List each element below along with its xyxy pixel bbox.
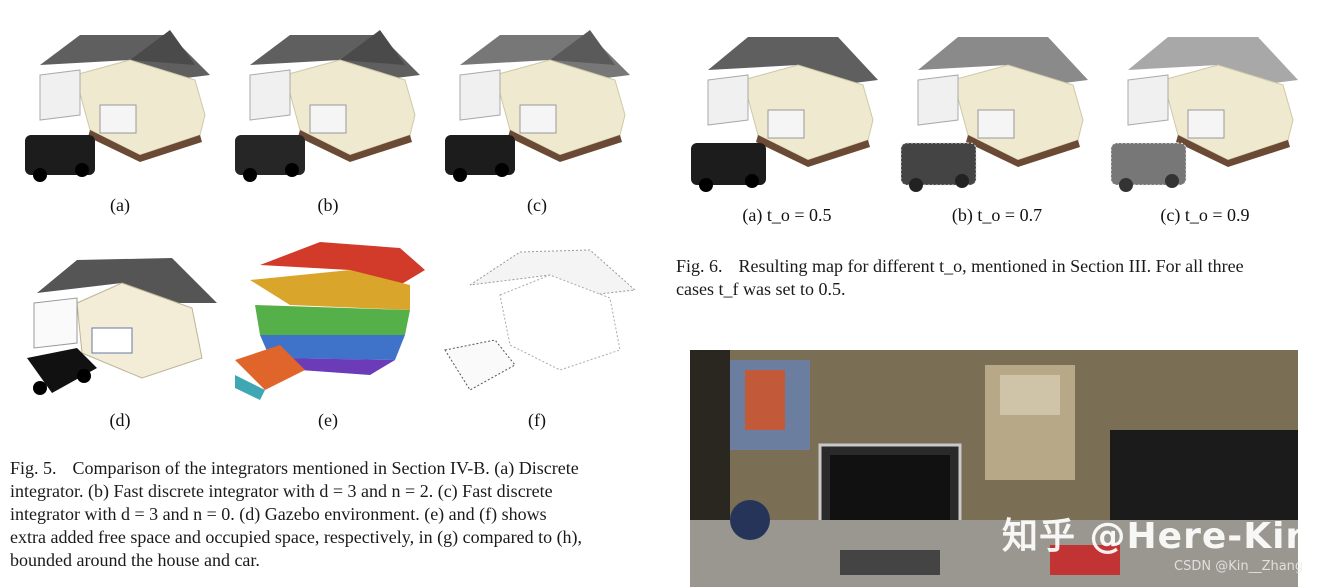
fig5-caption-line-2: integrator. (b) Fast discrete integrator…: [10, 481, 553, 501]
fig5-label-c: (c): [527, 195, 547, 215]
house-render: [1110, 37, 1298, 192]
fig5-caption-line-3: integrator with d = 3 and n = 0. (d) Gaz…: [10, 504, 547, 524]
occupied-space-render: [444, 249, 637, 391]
fig5-panel-b: [230, 20, 430, 190]
fig5-label-e: (e): [318, 410, 338, 430]
house-render: [25, 30, 210, 182]
fig6-caption-label: Fig. 6.: [676, 256, 723, 276]
fig6-panel-a: [688, 25, 888, 200]
fig5-label-a: (a): [110, 195, 130, 215]
fig6-panel-c: [1108, 25, 1308, 200]
house-render: [691, 37, 878, 192]
pointcloud-scene: [690, 350, 1298, 587]
fig5-panel-f: [440, 240, 640, 405]
house-render: [900, 37, 1088, 192]
house-render: [445, 30, 630, 182]
fig5-label-d: (d): [109, 410, 131, 430]
fig5-panel-d: [22, 248, 222, 408]
fig5-panel-e: [230, 240, 430, 405]
fig5-label-b: (b): [317, 195, 339, 215]
fig6-caption-line-1: Fig. 6. Resulting map for different t_o, …: [676, 255, 1326, 278]
fig5-caption-line-1: Fig. 5. Comparison of the integrators men…: [10, 457, 660, 480]
fig6-panel-b: [898, 25, 1098, 200]
fig6-label-b: (b) t_o = 0.7: [951, 205, 1043, 225]
free-space-render: [235, 242, 425, 400]
house-render: [235, 30, 420, 182]
zhihu-watermark: 知乎 @Here-Kin: [1002, 516, 1313, 557]
fig5-panel-c: [440, 20, 640, 190]
fig5-label-f: (f): [528, 410, 546, 430]
fig5-caption: Fig. 5. Comparison of the integrators men…: [10, 457, 660, 572]
fig6-caption-text-1: Resulting map for different t_o, mention…: [738, 256, 1244, 276]
fig5-caption-label: Fig. 5.: [10, 458, 57, 478]
fig5-caption-text-1: Comparison of the integrators mentioned …: [72, 458, 579, 478]
fig6-caption-line-2: cases t_f was set to 0.5.: [676, 279, 846, 299]
fig6-label-c: (c) t_o = 0.9: [1160, 205, 1250, 225]
fig5-panel-a: [20, 20, 220, 190]
csdn-watermark: CSDN @Kin__Zhang: [1174, 559, 1304, 574]
fig5-caption-line-5: bounded around the house and car.: [10, 550, 260, 570]
pointcloud-photo: [690, 350, 1298, 587]
fig5-caption-line-4: extra added free space and occupied spac…: [10, 527, 583, 547]
fig6-label-a: (a) t_o = 0.5: [742, 205, 832, 225]
fig6-caption: Fig. 6. Resulting map for different t_o, …: [676, 255, 1326, 301]
gazebo-render: [27, 258, 217, 395]
